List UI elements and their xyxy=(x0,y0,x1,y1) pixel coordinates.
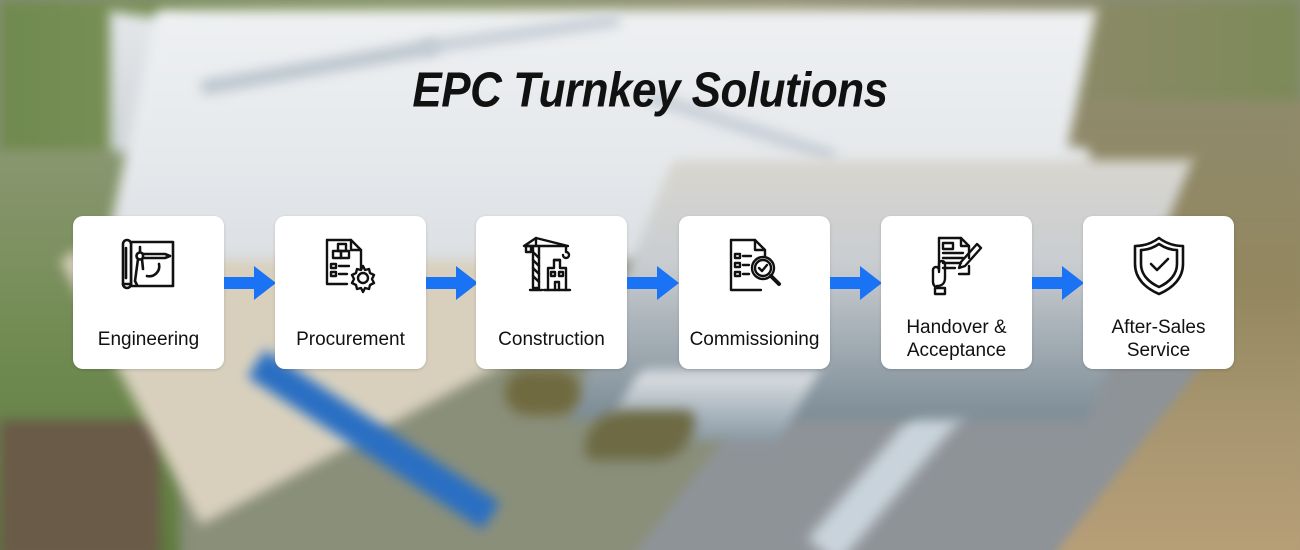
green-island xyxy=(505,370,580,415)
arrow-right-icon xyxy=(830,266,882,300)
crane-building-icon xyxy=(520,234,584,298)
step-label: Commissioning xyxy=(689,329,820,350)
step-card-engineering: Engineering xyxy=(73,216,224,369)
blueprint-compass-icon xyxy=(117,234,181,298)
step-card-commissioning: Commissioning xyxy=(679,216,830,369)
step-label: After-Sales Service xyxy=(1083,316,1234,362)
step-card-construction: Construction xyxy=(476,216,627,369)
hand-document-pen-icon xyxy=(925,234,989,298)
step-label-line: Acceptance xyxy=(906,340,1007,361)
page-title: EPC Turnkey Solutions xyxy=(412,63,888,118)
step-label-line: After-Sales xyxy=(1111,317,1206,338)
bushes xyxy=(0,420,160,550)
step-card-procurement: Procurement xyxy=(275,216,426,369)
shield-check-icon xyxy=(1127,234,1191,298)
step-label: Procurement xyxy=(296,329,405,350)
step-label: Handover & Acceptance xyxy=(881,316,1032,362)
step-card-handover-acceptance: Handover & Acceptance xyxy=(881,216,1032,369)
arrow-right-icon xyxy=(224,266,276,300)
step-label: Engineering xyxy=(97,329,200,350)
checklist-magnifier-icon xyxy=(723,234,787,298)
step-label: Construction xyxy=(498,329,605,350)
arrow-right-icon xyxy=(426,266,478,300)
step-label-line: Handover & xyxy=(906,317,1007,338)
document-boxes-gear-icon xyxy=(319,234,383,298)
arrow-right-icon xyxy=(1032,266,1084,300)
step-card-after-sales-service: After-Sales Service xyxy=(1083,216,1234,369)
step-label-line: Service xyxy=(1126,340,1191,361)
arrow-right-icon xyxy=(627,266,679,300)
green-island xyxy=(585,410,695,460)
